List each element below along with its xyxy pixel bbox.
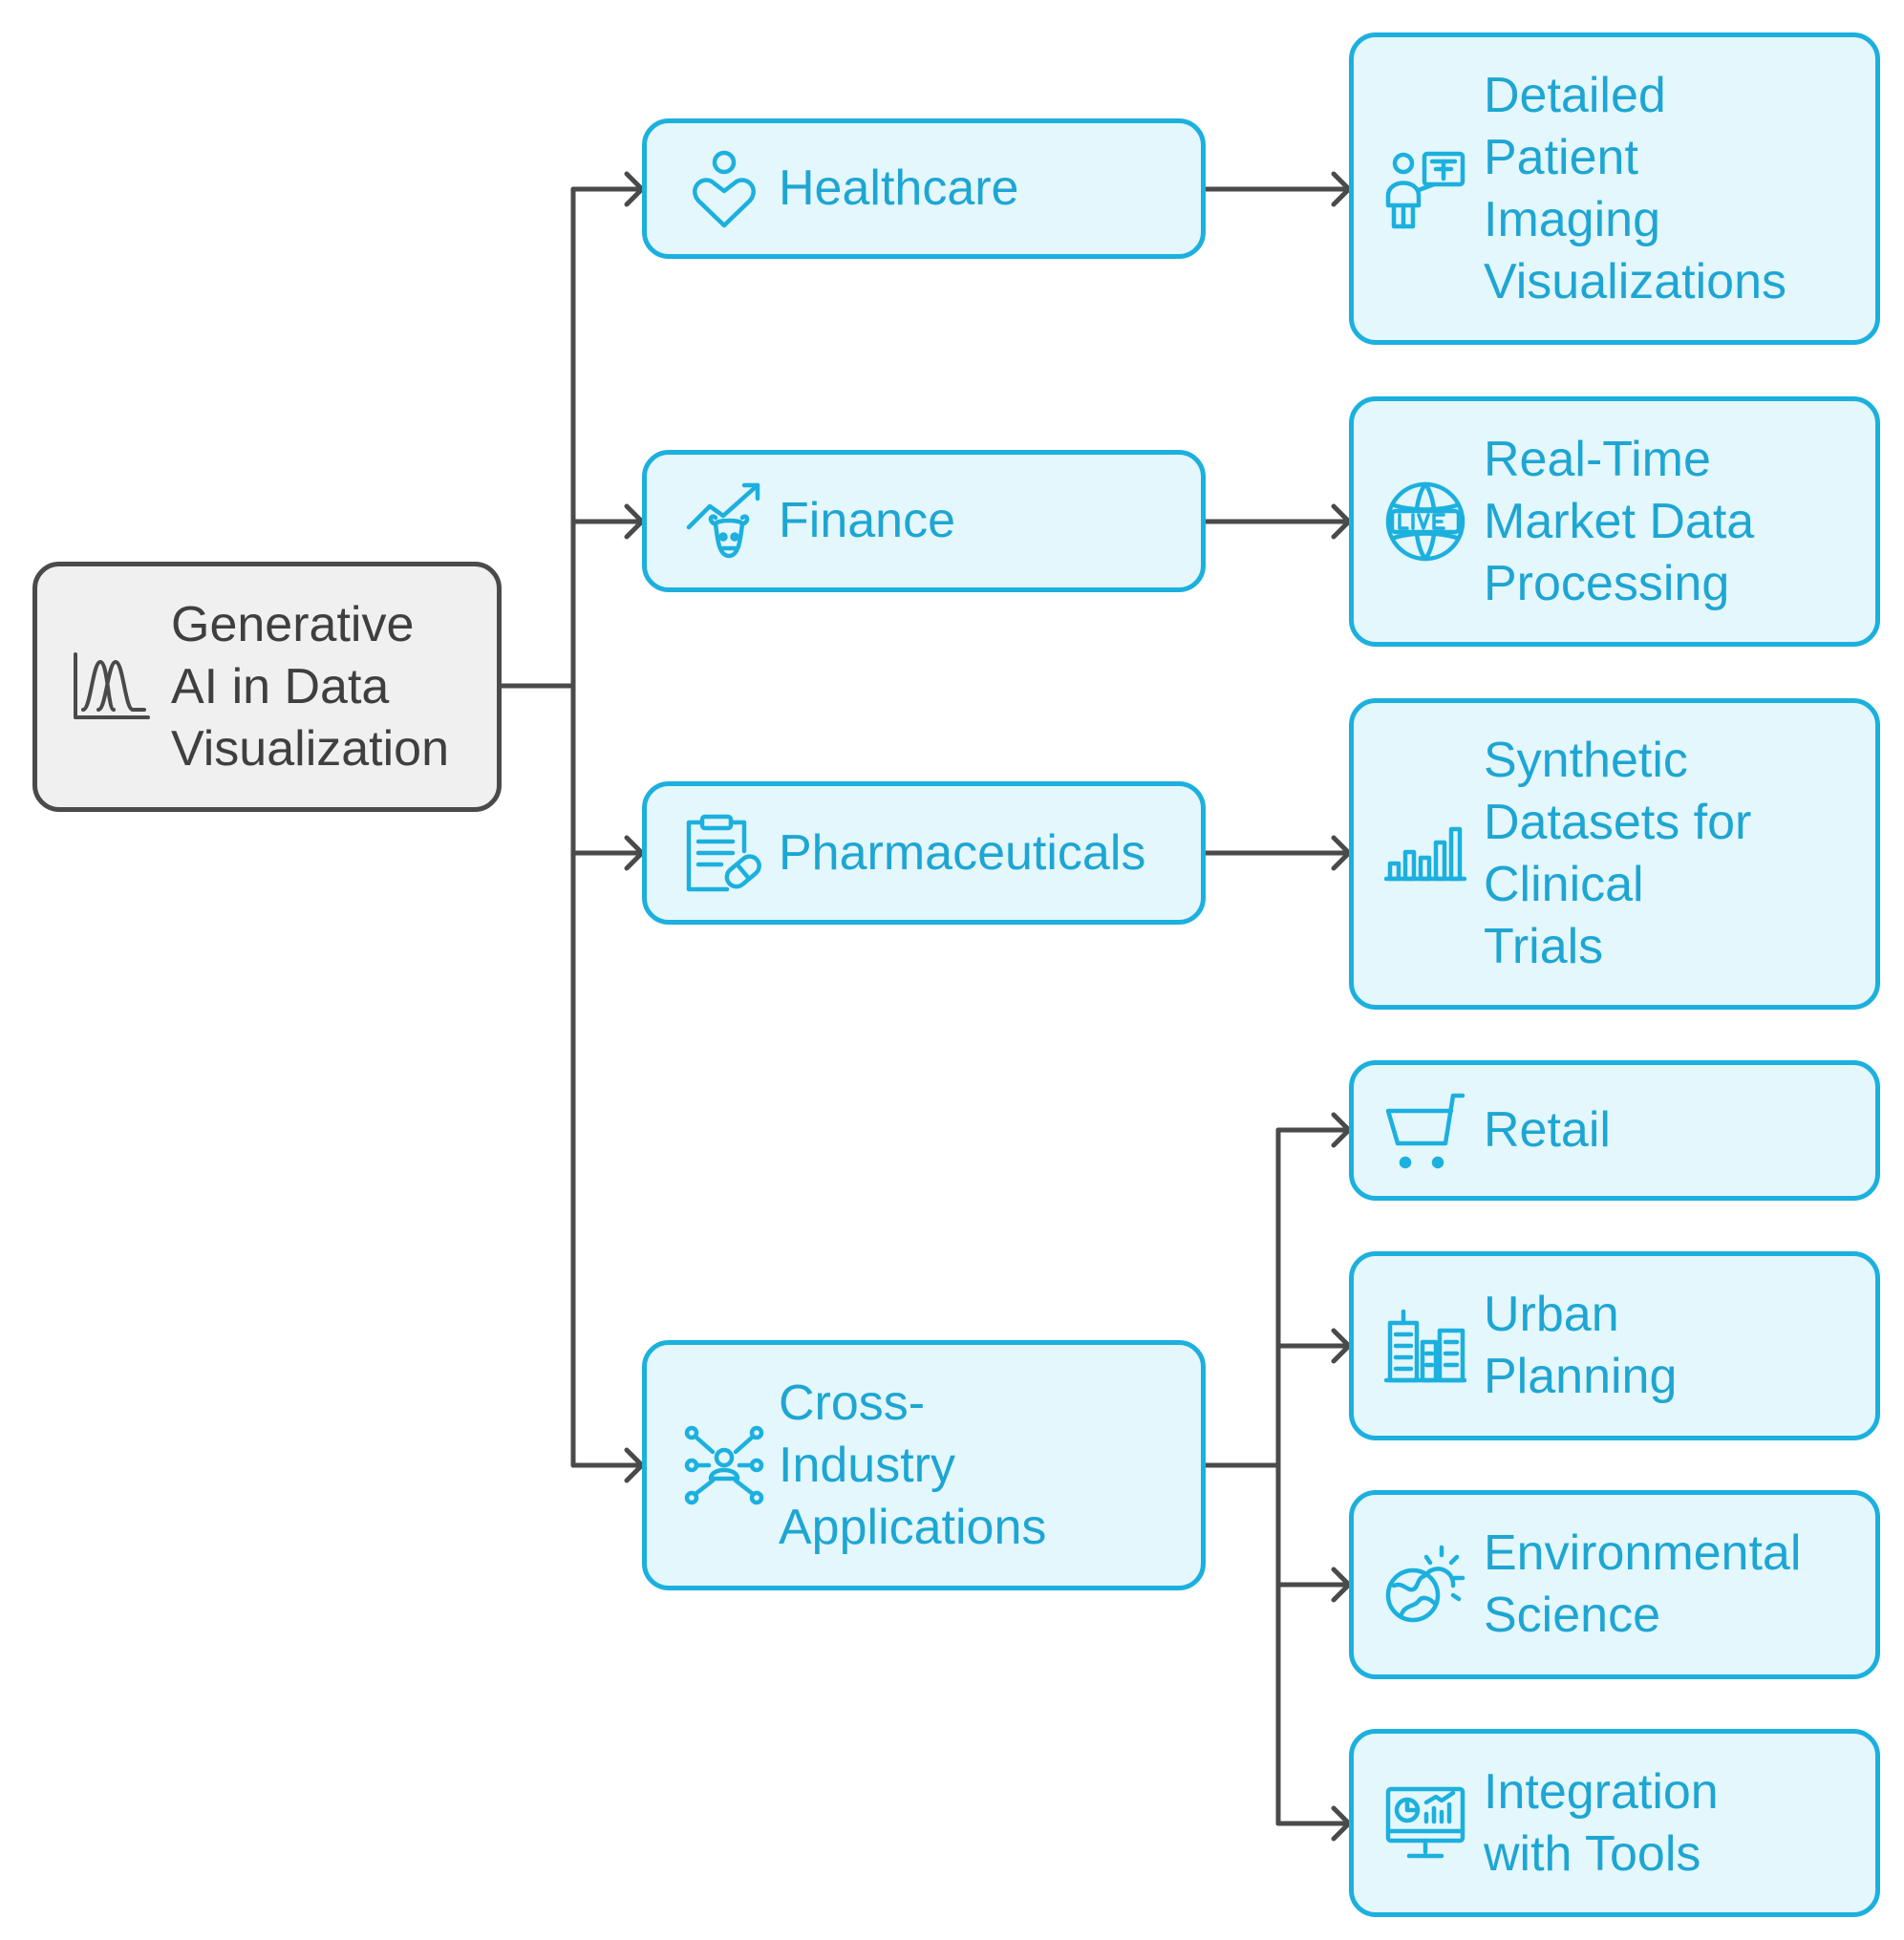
leaf-integration-tools: Integration with Tools [1349,1729,1880,1917]
root-label: Generative AI in Data Visualization [171,596,450,777]
leaf-label: Environmental Science [1484,1525,1802,1643]
network-people-icon [681,1425,767,1505]
root-node: Generative AI in Data Visualization [32,562,502,812]
category-finance: Finance [642,450,1206,592]
live-globe-icon [1380,480,1470,563]
category-label: Cross- Industry Applications [779,1375,1047,1555]
leaf-label: Synthetic Datasets for Clinical Trials [1484,733,1752,974]
bar-chart-icon [1380,825,1470,883]
doctor-presentation-icon [1380,148,1470,230]
category-cross-industry: Cross- Industry Applications [642,1340,1206,1590]
globe-sun-icon [1380,1544,1470,1626]
leaf-retail: Retail [1349,1060,1880,1201]
category-pharmaceuticals: Pharmaceuticals [642,781,1206,925]
leaf-market-data: Real-Time Market Data Processing [1349,396,1880,647]
leaf-label: Urban Planning [1484,1287,1678,1404]
leaf-label: Integration with Tools [1484,1763,1719,1882]
category-label: Pharmaceuticals [779,824,1146,881]
bell-curve-chart-icon [64,649,160,725]
leaf-label: Detailed Patient Imaging Visualizations [1484,67,1787,309]
bull-market-icon [681,481,767,562]
city-buildings-icon [1380,1308,1470,1384]
leaf-patient-imaging: Detailed Patient Imaging Visualizations [1349,32,1880,345]
leaf-label: Retail [1484,1102,1611,1158]
clipboard-pill-icon [681,813,767,893]
category-label: Healthcare [779,160,1019,216]
heart-person-icon [681,149,767,229]
leaf-synthetic-datasets: Synthetic Datasets for Clinical Trials [1349,698,1880,1010]
monitor-dashboard-icon [1380,1785,1470,1862]
leaf-urban-planning: Urban Planning [1349,1251,1880,1440]
leaf-label: Real-Time Market Data Processing [1484,431,1755,611]
category-label: Finance [779,493,955,548]
shopping-cart-icon [1380,1092,1470,1170]
category-healthcare: Healthcare [642,118,1206,259]
leaf-environmental-science: Environmental Science [1349,1490,1880,1679]
